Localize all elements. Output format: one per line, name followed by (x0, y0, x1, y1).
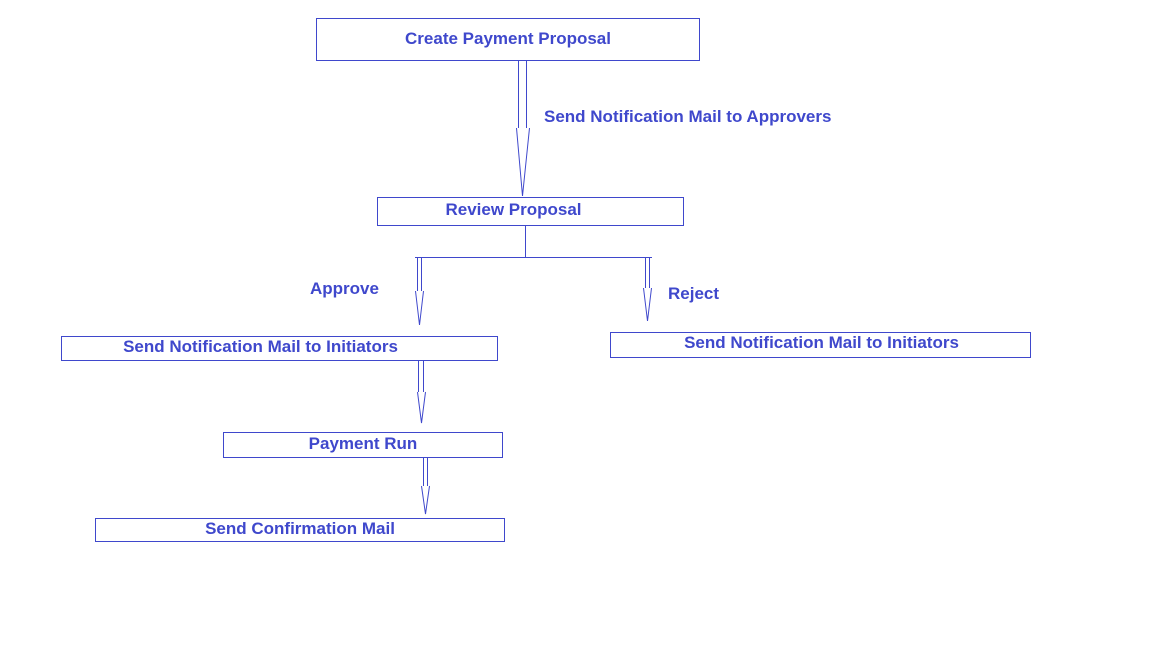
branch-connector (415, 226, 652, 258)
node-label: Create Payment Proposal (405, 28, 611, 48)
node-review-proposal: Review Proposal (377, 197, 684, 226)
edge-label-notify-approvers: Send Notification Mail to Approvers (544, 107, 832, 126)
node-notify-initiators-approve: Send Notification Mail to Initiators (61, 336, 498, 361)
node-label: Review Proposal (445, 199, 582, 219)
arrow-create-to-review (516, 61, 530, 197)
node-label: Send Confirmation Mail (205, 519, 395, 538)
node-label: Payment Run (308, 433, 418, 453)
node-payment-run: Payment Run (223, 432, 503, 458)
edge-label-approve: Approve (310, 279, 379, 298)
arrow-payment-to-confirm (421, 458, 430, 515)
node-send-confirmation-mail: Send Confirmation Mail (95, 518, 505, 542)
arrow-notify-to-payment (417, 361, 426, 424)
node-create-payment-proposal: Create Payment Proposal (316, 18, 700, 61)
arrow-reject (643, 257, 652, 322)
edge-label-reject: Reject (668, 284, 720, 303)
node-notify-initiators-reject: Send Notification Mail to Initiators (610, 332, 1031, 358)
node-label: Send Notification Mail to Initiators (123, 336, 398, 356)
node-label: Send Notification Mail to Initiators (684, 333, 959, 352)
arrow-approve (415, 257, 424, 326)
